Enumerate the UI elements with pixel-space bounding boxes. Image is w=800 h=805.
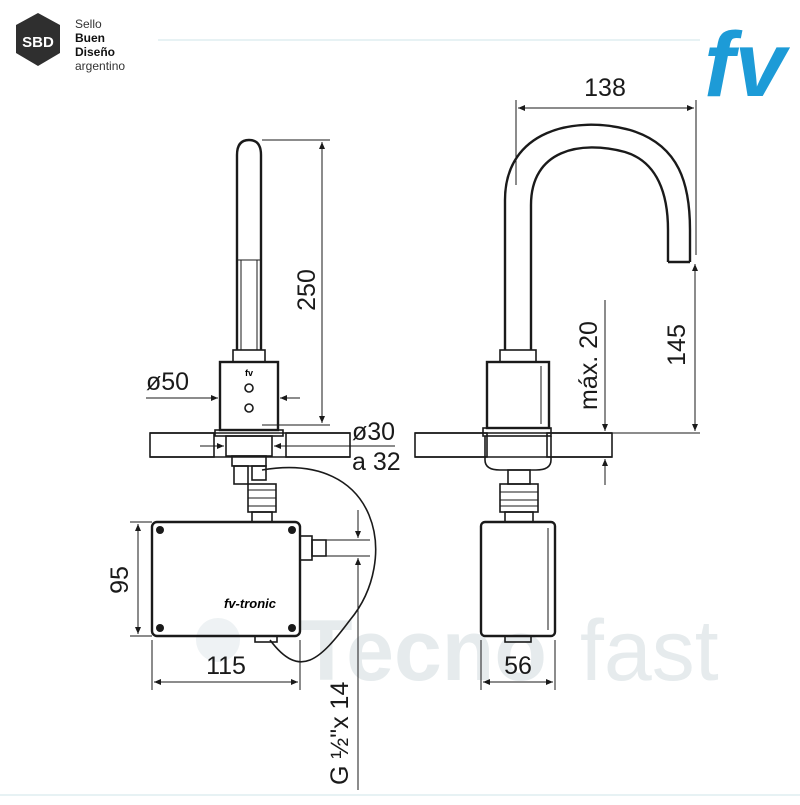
faucet-front-tube xyxy=(235,138,263,350)
sbd-seal: SBD Sello Buen Diseño argentino xyxy=(16,13,125,73)
faucet-fv-mark: fv xyxy=(245,368,253,378)
fv-logo-text: fv xyxy=(704,14,791,116)
dim-box-depth: 56 xyxy=(480,640,556,690)
spout-reach-label: 138 xyxy=(584,74,626,102)
side-shank xyxy=(499,469,539,523)
seal-line-1: Sello xyxy=(75,17,102,31)
control-box-front: fv-tronic xyxy=(150,520,327,643)
connection-label: G ½"x 14 xyxy=(326,682,354,785)
seal-hexagon xyxy=(16,13,60,66)
product-label: fv-tronic xyxy=(224,596,277,611)
dim-hole-diameter: ø30 a 32 xyxy=(200,418,401,476)
sensor-cable xyxy=(261,467,377,663)
dim-box-width: 115 xyxy=(151,640,301,690)
faucet-side-gooseneck xyxy=(503,123,692,350)
sensor-dot-1 xyxy=(244,383,254,393)
box-depth-label: 56 xyxy=(504,652,532,680)
faucet-front-body: fv xyxy=(214,349,284,437)
hole-range-label: a 32 xyxy=(352,448,401,476)
dim-max-thickness: máx. 20 xyxy=(575,300,608,485)
outlet-height-label: 145 xyxy=(663,324,691,366)
hole-diameter-label: ø30 xyxy=(352,418,395,446)
control-box-side xyxy=(479,520,557,643)
dim-box-height: 95 xyxy=(106,521,152,637)
base-diameter-label: ø50 xyxy=(146,368,189,396)
box-width-label: 115 xyxy=(206,652,246,680)
tecnofast-watermark: Tecno fast xyxy=(196,603,719,699)
dim-body-height: 250 xyxy=(262,139,330,426)
counter-left xyxy=(149,432,351,458)
max-thickness-label: máx. 20 xyxy=(575,321,603,410)
counter-right xyxy=(414,432,613,458)
dim-base-diameter: ø50 xyxy=(146,368,300,430)
seal-badge: SBD xyxy=(22,34,54,51)
seal-line-2: Buen xyxy=(75,31,105,45)
body-height-label: 250 xyxy=(293,269,321,311)
front-shank xyxy=(225,435,277,523)
dim-outlet-height: 145 xyxy=(612,264,700,434)
sensor-dot-2 xyxy=(244,403,254,413)
seal-line-3: Diseño xyxy=(75,45,115,59)
box-height-label: 95 xyxy=(106,566,134,594)
seal-line-4: argentino xyxy=(75,59,125,73)
dim-connection: G ½"x 14 xyxy=(326,510,370,790)
faucet-side-body xyxy=(482,349,552,471)
fv-logo: fv xyxy=(704,14,791,116)
dim-spout-reach: 138 xyxy=(515,74,697,255)
watermark-light: fast xyxy=(580,603,719,699)
